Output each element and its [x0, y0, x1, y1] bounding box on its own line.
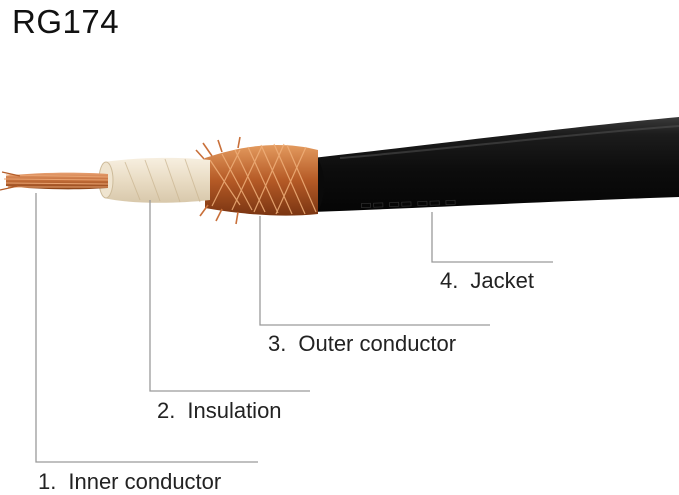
label-jacket: 4. Jacket [440, 268, 534, 294]
leader-lines [35, 193, 553, 463]
label-number: 1. [38, 469, 57, 494]
leader-line-4 [431, 212, 553, 263]
jacket: ▭▭ ▭▭ ▭▭ ▭ [304, 117, 679, 212]
outer-conductor [195, 136, 318, 225]
label-number: 4. [440, 268, 459, 293]
label-text: Insulation [187, 398, 282, 423]
label-text: Outer conductor [298, 331, 457, 356]
insulation [98, 157, 210, 203]
label-inner-conductor: 1. Inner conductor [38, 469, 221, 495]
diagram-title: RG174 [12, 3, 120, 40]
label-number: 2. [157, 398, 176, 423]
leader-line-3 [259, 216, 490, 326]
leader-line-1 [35, 193, 258, 463]
label-insulation: 2. Insulation [157, 398, 282, 424]
leader-line-2 [149, 200, 310, 392]
label-text: Inner conductor [68, 469, 222, 494]
label-number: 3. [268, 331, 287, 356]
label-outer-conductor: 3. Outer conductor [268, 331, 456, 357]
svg-text:▭▭ ▭▭ ▭▭ ▭: ▭▭ ▭▭ ▭▭ ▭ [360, 194, 457, 212]
inner-conductor [0, 171, 109, 191]
label-text: Jacket [470, 268, 534, 293]
